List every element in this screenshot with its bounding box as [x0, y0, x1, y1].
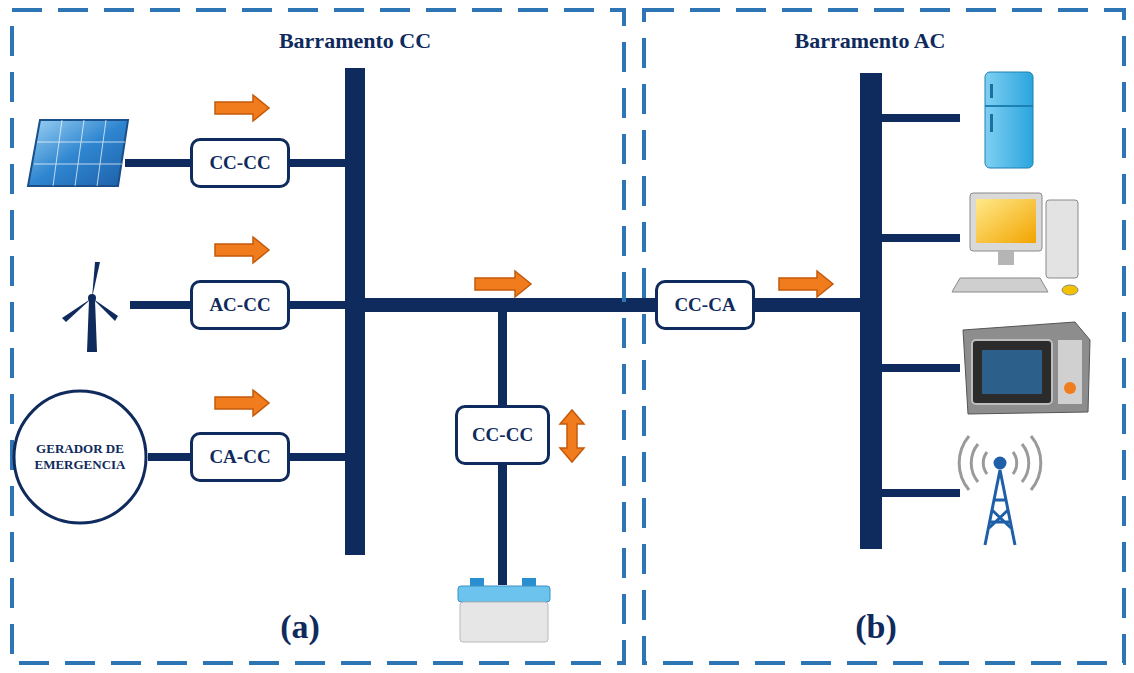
node-label: CC-CC — [472, 424, 533, 446]
converter-box: CC-CC — [455, 405, 550, 465]
panel-letter: (b) — [855, 608, 897, 646]
node-label: AC-CC — [209, 294, 270, 316]
converter-box: CA-CC — [190, 432, 290, 482]
power-line — [148, 453, 190, 461]
node-label: CC-CA — [674, 294, 735, 316]
node-label: CC-CC — [209, 152, 270, 174]
dashed-region: Barramento CC (a) CC-CC AC-CC GERADOR DE EME… — [10, 8, 626, 665]
bus-title: Barramento CC — [279, 28, 431, 54]
node-label: GERADOR DE EMERGENCIA — [24, 441, 136, 472]
generator-circle: GERADOR DE EMERGENCIA — [12, 389, 148, 525]
bus-title: Barramento AC — [795, 28, 946, 54]
dashed-border — [10, 8, 626, 665]
dashed-region: Barramento AC (b) CC-CA — [642, 8, 1126, 665]
converter-box: CC-CA — [655, 280, 755, 330]
converter-box: AC-CC — [190, 280, 290, 330]
dashed-border — [642, 8, 1126, 665]
node-label: CA-CC — [209, 446, 270, 468]
converter-box: CC-CC — [190, 138, 290, 188]
panel-letter: (a) — [280, 608, 320, 646]
